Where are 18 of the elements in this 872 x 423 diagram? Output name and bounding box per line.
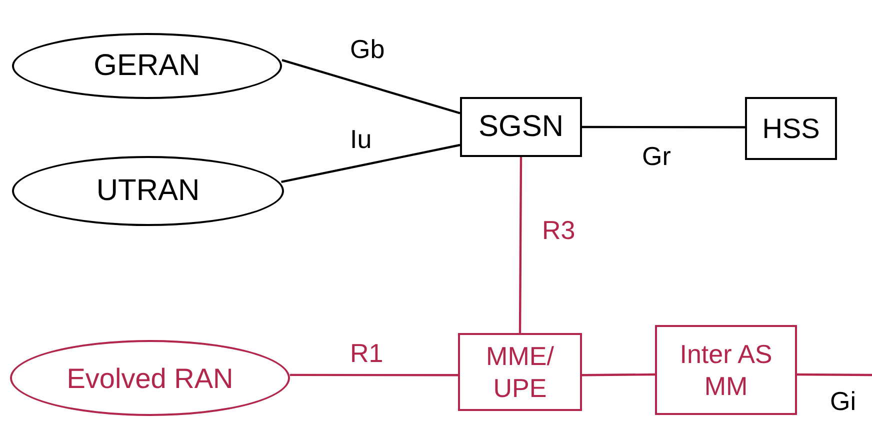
connector-line xyxy=(518,157,522,333)
connector-line xyxy=(797,373,872,376)
process-box xyxy=(745,97,837,160)
process-box xyxy=(458,333,582,411)
connector-line xyxy=(582,126,745,128)
connector-line xyxy=(281,144,460,183)
node-label: UTRAN xyxy=(96,173,200,210)
process-box xyxy=(460,97,582,157)
node-label: MME/ UPE xyxy=(485,340,555,404)
connector-line xyxy=(282,59,460,114)
node-label: GERAN xyxy=(94,48,200,84)
node-label: SGSN xyxy=(478,109,564,146)
node-label: Inter AS MM xyxy=(678,338,774,402)
connector-line xyxy=(582,373,656,376)
connector-line xyxy=(290,374,458,376)
node-label: HSS xyxy=(762,112,820,146)
node-label: Evolved RAN xyxy=(66,362,234,396)
process-box xyxy=(655,325,797,415)
